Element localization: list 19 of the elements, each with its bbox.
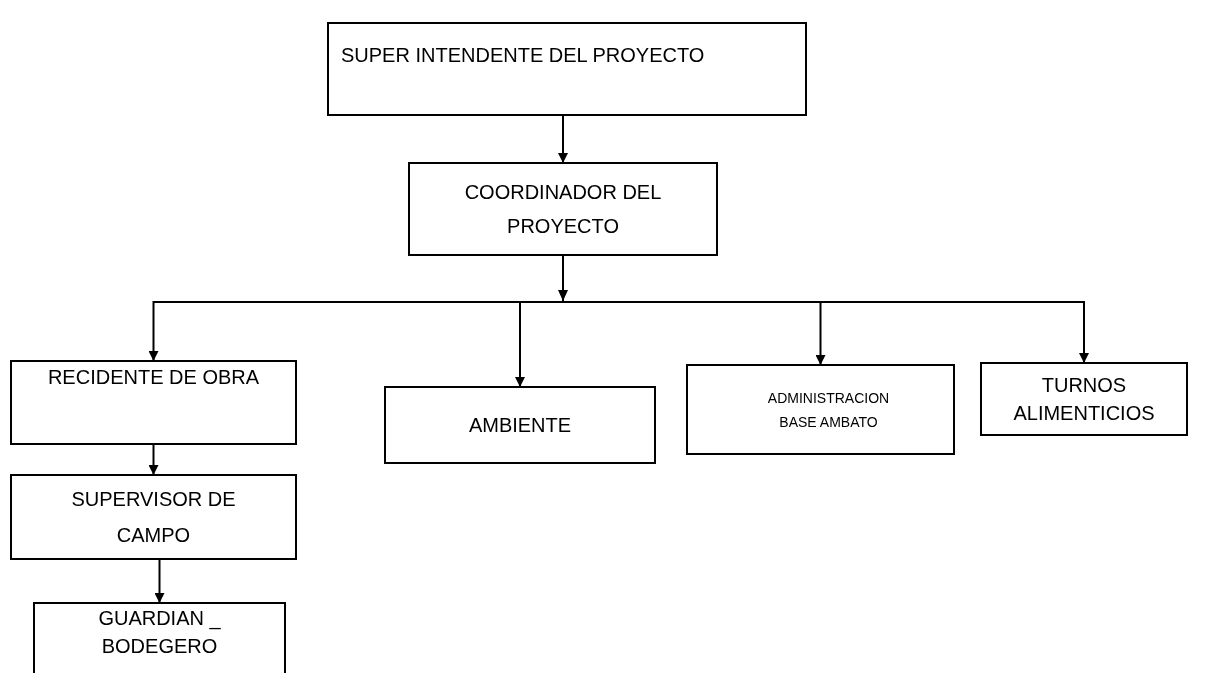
arrow — [154, 559, 165, 603]
box-label: RECIDENTE DE OBRA — [47, 366, 260, 388]
box-label: ADMINISTRACION BASE AMBATO — [767, 388, 890, 432]
org-box — [384, 386, 656, 464]
arrow — [148, 444, 159, 475]
org-box — [10, 474, 297, 560]
org-box — [408, 162, 718, 256]
box-label: COORDINADOR DEL PROYECTO — [463, 180, 663, 239]
org-box — [33, 602, 286, 673]
arrow — [558, 115, 568, 163]
org-box — [686, 364, 955, 455]
org-box — [10, 360, 297, 445]
box-label: TURNOS ALIMENTICIOS — [1012, 373, 1156, 426]
org-box — [980, 362, 1188, 436]
org-box — [327, 22, 807, 116]
box-label: SUPERVISOR DE CAMPO — [70, 487, 237, 548]
box-label: SUPER INTENDENTE DEL PROYECTO — [341, 43, 705, 68]
box-label: AMBIENTE — [468, 413, 572, 438]
box-label: GUARDIAN _ BODEGERO — [97, 606, 222, 659]
